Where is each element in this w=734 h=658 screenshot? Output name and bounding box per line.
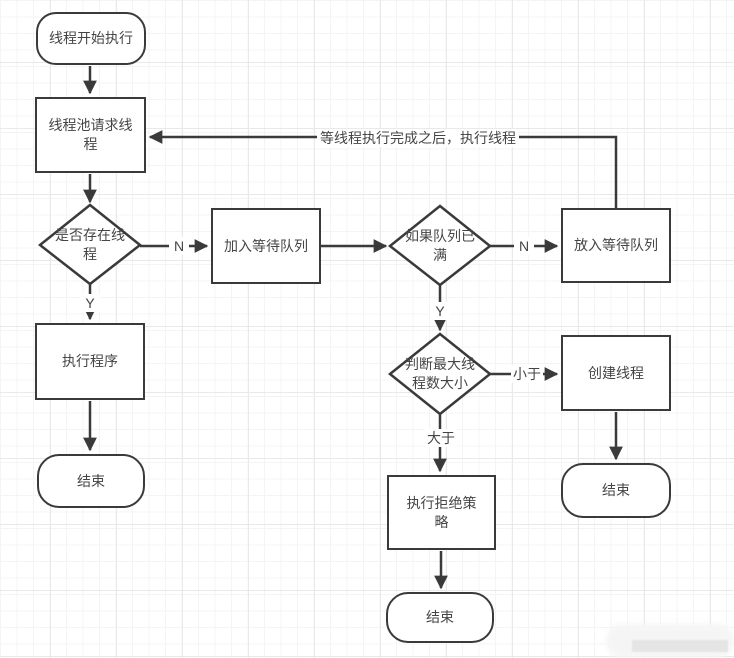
node-end-right: 结束 bbox=[561, 463, 671, 518]
node-request-thread-label: 线程池请求线程 bbox=[48, 117, 133, 152]
node-create-thread-label: 创建线程 bbox=[588, 364, 644, 381]
node-end-left-label: 结束 bbox=[77, 472, 105, 489]
edge-label-feedback: 等线程执行完成之后，执行线程 bbox=[317, 129, 519, 147]
node-join-queue-label: 加入等待队列 bbox=[224, 237, 308, 254]
node-end-right-label: 结束 bbox=[602, 482, 630, 498]
edge-label-greater-than: 大于 bbox=[425, 429, 457, 447]
node-reject-policy-label: 执行拒绝策略 bbox=[406, 494, 477, 530]
node-create-thread: 创建线程 bbox=[561, 335, 671, 411]
edge-feedback-to-request bbox=[148, 130, 618, 208]
edge-label-exists-yes: Y bbox=[80, 294, 100, 312]
node-execute-program: 执行程序 bbox=[35, 323, 145, 400]
node-put-queue: 放入等待队列 bbox=[561, 208, 671, 283]
node-reject-policy: 执行拒绝策略 bbox=[387, 475, 496, 550]
node-start: 线程开始执行 bbox=[36, 12, 146, 65]
edge-label-less-than: 小于 bbox=[511, 365, 543, 383]
decision-exists-label: 是否存在线程 bbox=[55, 227, 125, 262]
node-end-left: 结束 bbox=[37, 454, 145, 508]
node-end-bottom-label: 结束 bbox=[426, 609, 454, 625]
edge-label-full-no: N bbox=[514, 237, 534, 255]
decision-queue-full-diamond bbox=[387, 204, 493, 287]
decision-exists-diamond bbox=[37, 203, 143, 286]
node-end-bottom: 结束 bbox=[386, 592, 494, 643]
node-request-thread: 线程池请求线程 bbox=[35, 97, 146, 173]
decision-max-threads-diamond bbox=[387, 332, 493, 416]
watermark-bar bbox=[632, 640, 728, 652]
node-start-label: 线程开始执行 bbox=[49, 30, 133, 46]
node-join-queue: 加入等待队列 bbox=[211, 208, 321, 284]
edge-label-full-yes: Y bbox=[430, 302, 450, 320]
node-put-queue-label: 放入等待队列 bbox=[574, 237, 658, 253]
edge-label-exists-no: N bbox=[169, 237, 189, 255]
decision-max-threads-label: 判断最大线程数大小 bbox=[405, 356, 475, 391]
decision-queue-full-label: 如果队列已满 bbox=[405, 228, 475, 263]
node-execute-program-label: 执行程序 bbox=[62, 353, 118, 369]
